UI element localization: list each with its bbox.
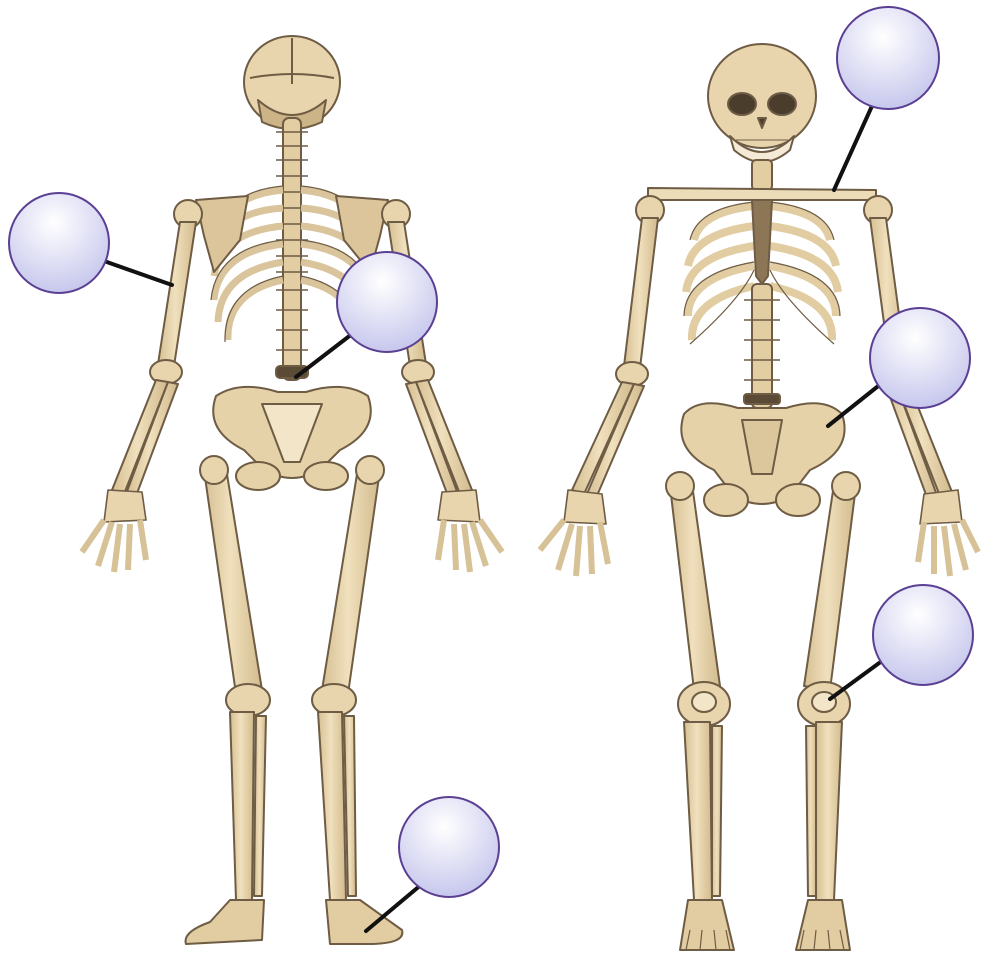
foot-left-back bbox=[186, 900, 265, 944]
hand-left-front bbox=[540, 490, 608, 576]
foot-right-back bbox=[326, 900, 402, 944]
hand-left-back bbox=[82, 490, 146, 572]
label-bubble-5[interactable] bbox=[870, 308, 970, 408]
sternum bbox=[752, 200, 772, 284]
leader-line-4 bbox=[834, 106, 872, 190]
leader-line-5 bbox=[828, 383, 882, 426]
humerus-left-front bbox=[624, 218, 658, 368]
hand-right-front bbox=[918, 490, 978, 576]
label-bubble-3[interactable] bbox=[399, 797, 499, 897]
knee-left-front bbox=[678, 682, 730, 726]
hand-right-back bbox=[438, 490, 502, 572]
spine-back bbox=[276, 118, 308, 380]
humerus-left-back bbox=[158, 222, 196, 366]
femur-left-front bbox=[670, 484, 720, 690]
label-bubble-1[interactable] bbox=[9, 193, 109, 293]
femur-right-back bbox=[322, 468, 380, 694]
leader-line-6 bbox=[830, 658, 886, 699]
femur-right-front bbox=[804, 484, 856, 690]
skull-back bbox=[244, 36, 340, 129]
label-bubble-6[interactable] bbox=[873, 585, 973, 685]
femur-left-back bbox=[204, 468, 262, 694]
skeleton-front-view bbox=[540, 44, 978, 950]
leader-line-1 bbox=[104, 261, 172, 285]
leader-line-2 bbox=[296, 334, 352, 377]
clavicle-front bbox=[648, 188, 876, 200]
skull-front bbox=[708, 44, 816, 162]
label-bubble-4[interactable] bbox=[837, 7, 939, 109]
label-bubble-2[interactable] bbox=[337, 252, 437, 352]
